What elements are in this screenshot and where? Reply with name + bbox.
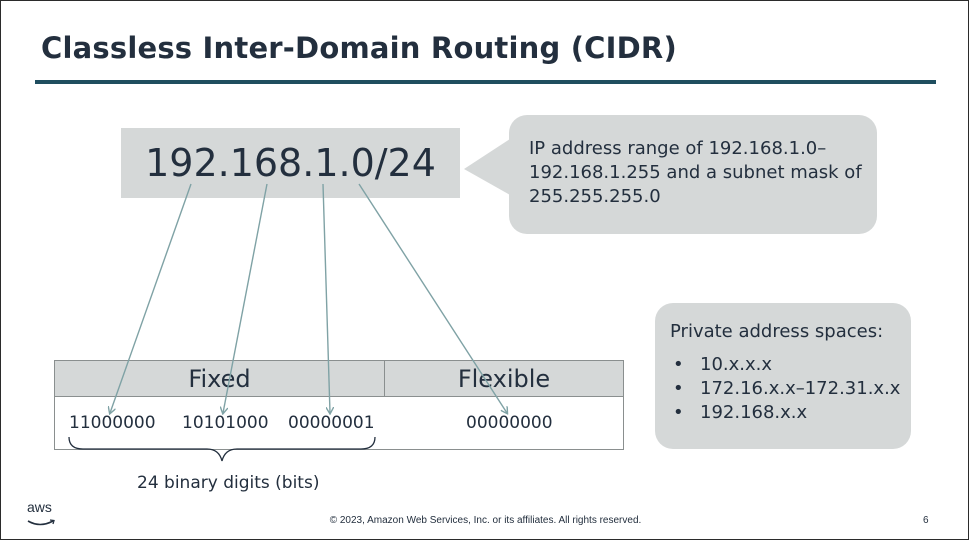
list-item: •192.168.x.x — [673, 402, 808, 423]
bits-brace — [68, 436, 376, 462]
octet-1: 11000000 — [69, 413, 156, 433]
callout-text: IP address range of 192.168.1.0– 192.168… — [529, 137, 869, 209]
page-number: 6 — [923, 515, 929, 526]
private-address-box — [655, 303, 911, 449]
octet-3: 00000001 — [288, 413, 375, 433]
arrow-octet-4 — [358, 183, 507, 413]
cidr-notation: 192.168.1.0/24 — [145, 141, 436, 185]
private-address-title: Private address spaces: — [670, 321, 884, 342]
arrow-octet-1 — [110, 183, 192, 413]
cidr-notation-box: 192.168.1.0/24 — [121, 128, 460, 198]
bullet-icon: • — [673, 378, 684, 399]
aws-smile-icon — [27, 519, 55, 526]
bits-label: 24 binary digits (bits) — [137, 473, 320, 493]
slide-title: Classless Inter-Domain Routing (CIDR) — [41, 31, 677, 65]
list-item: •172.16.x.x–172.31.x.x — [673, 378, 901, 399]
list-item: •10.x.x.x — [673, 354, 773, 375]
title-underline — [35, 80, 936, 84]
arrow-octet-2 — [223, 183, 268, 413]
aws-logo-text: aws — [27, 499, 52, 515]
octet-2: 10101000 — [182, 413, 269, 433]
copyright-footer: © 2023, Amazon Web Services, Inc. or its… — [329, 515, 642, 526]
bits-table: Fixed Flexible — [54, 360, 624, 450]
callout-line: IP address range of 192.168.1.0– — [529, 138, 827, 159]
bullet-icon: • — [673, 402, 684, 423]
octet-4: 00000000 — [466, 413, 553, 433]
bullet-icon: • — [673, 354, 684, 375]
aws-logo: aws — [27, 499, 57, 526]
callout-line: 255.255.255.0 — [529, 186, 661, 207]
flexible-header: Flexible — [385, 361, 623, 397]
callout-bubble — [509, 115, 877, 234]
private-address-list: •10.x.x.x •172.16.x.x–172.31.x.x •192.16… — [673, 353, 900, 425]
callout-line: 192.168.1.255 and a subnet mask of — [529, 162, 862, 183]
arrow-octet-3 — [322, 183, 330, 413]
